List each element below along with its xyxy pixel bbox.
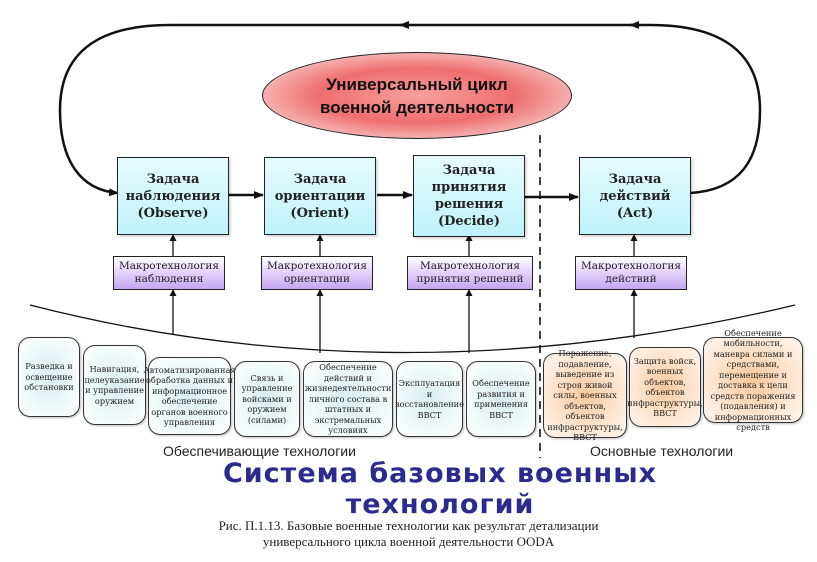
macro-orient: Макротехнология ориентации — [261, 256, 373, 290]
task-label: Задача — [442, 163, 496, 178]
task-orient: Задача ориентации (Orient) — [264, 157, 376, 235]
tech-label: Автоматизированная обработка данных и ин… — [143, 364, 236, 428]
supporting-tech-item: Автоматизированная обработка данных и ин… — [143, 357, 236, 435]
supporting-tech-item: Обеспечение действий и жизнедеятельности… — [303, 361, 393, 437]
cycle-title-line2: военной деятельности — [319, 97, 514, 117]
task-label: Задача — [608, 171, 662, 187]
task-label: (Decide) — [437, 214, 501, 229]
task-label: наблюдения — [125, 188, 221, 204]
macro-label: Макротехнология — [119, 260, 219, 272]
tech-label: Навигация, целеуказание и управление ору… — [84, 364, 145, 406]
macro-label: наблюдения — [134, 273, 204, 285]
macro-label: принятия решений — [416, 273, 524, 285]
supporting-tech-item: Обеспечение развития и применения ВВСТ — [466, 361, 536, 437]
task-label: решения — [434, 197, 504, 212]
task-label: Задача — [146, 171, 200, 187]
task-label: принятия — [431, 180, 507, 195]
task-label: (Act) — [616, 205, 654, 221]
tech-label: Обеспечение развития и применения ВВСТ — [472, 378, 530, 420]
cycle-title-line1: Универсальный цикл — [326, 74, 508, 94]
supporting-tech-item: Навигация, целеуказание и управление ору… — [83, 345, 146, 425]
caption-line1: Рис. П.1.13. Базовые военные технологии … — [218, 518, 599, 533]
macro-label: Макротехнология — [267, 260, 367, 272]
main-tech-item: Поражение, подавление, выведение из стро… — [543, 348, 627, 442]
task-label: (Orient) — [290, 205, 350, 221]
supporting-tech-item: Эксплуатация и восстановление ВВСТ — [395, 361, 464, 437]
main-tech-item: Обеспечение мобильности, маневра силами … — [703, 328, 803, 432]
tech-label: Разведка и освещение обстановки — [24, 361, 74, 393]
task-act: Задача действий (Act) — [579, 157, 691, 235]
task-label: ориентации — [274, 188, 366, 204]
tech-label: Связь и управление войсками и оружием (с… — [241, 372, 293, 425]
macro-decide: Макротехнология принятия решений — [407, 256, 533, 290]
figure-caption: Рис. П.1.13. Базовые военные технологии … — [0, 518, 817, 550]
task-decide: Задача принятия решения (Decide) — [413, 155, 525, 237]
task-label: (Observe) — [137, 205, 209, 221]
task-label: Задача — [293, 171, 347, 187]
system-title: Система базовых военных технологий — [222, 458, 658, 520]
supporting-tech-item: Разведка и освещение обстановки — [18, 337, 80, 417]
macro-label: ориентации — [283, 273, 351, 285]
universal-cycle-ellipse: Универсальный цикл военной деятельности — [262, 52, 572, 139]
task-observe: Задача наблюдения (Observe) — [117, 157, 229, 235]
macro-label: Макротехнология — [581, 260, 681, 272]
macro-label: действий — [605, 273, 657, 285]
technology-arc — [29, 304, 796, 354]
caption-line2: универсального цикла военной деятельност… — [262, 534, 555, 549]
tech-label: Защита войск, военных объектов, объектов… — [627, 355, 703, 419]
main-tech-item: Защита войск, военных объектов, объектов… — [627, 347, 703, 427]
supporting-tech-item: Связь и управление войсками и оружием (с… — [234, 361, 300, 437]
tech-label: Обеспечение мобильности, маневра силами … — [710, 327, 796, 433]
tech-label: Эксплуатация и восстановление ВВСТ — [395, 378, 464, 420]
macro-act: Макротехнология действий — [575, 256, 687, 290]
main-technologies-label: Основные технологии — [590, 443, 734, 459]
task-label: действий — [599, 188, 671, 204]
supporting-technologies-label: Обеспечивающие технологии — [163, 443, 356, 459]
tech-label: Поражение, подавление, выведение из стро… — [547, 348, 623, 443]
tech-label: Обеспечение действий и жизнедеятельности… — [304, 362, 392, 436]
macro-label: Макротехнология — [420, 260, 520, 272]
macro-observe: Макротехнология наблюдения — [113, 256, 225, 290]
